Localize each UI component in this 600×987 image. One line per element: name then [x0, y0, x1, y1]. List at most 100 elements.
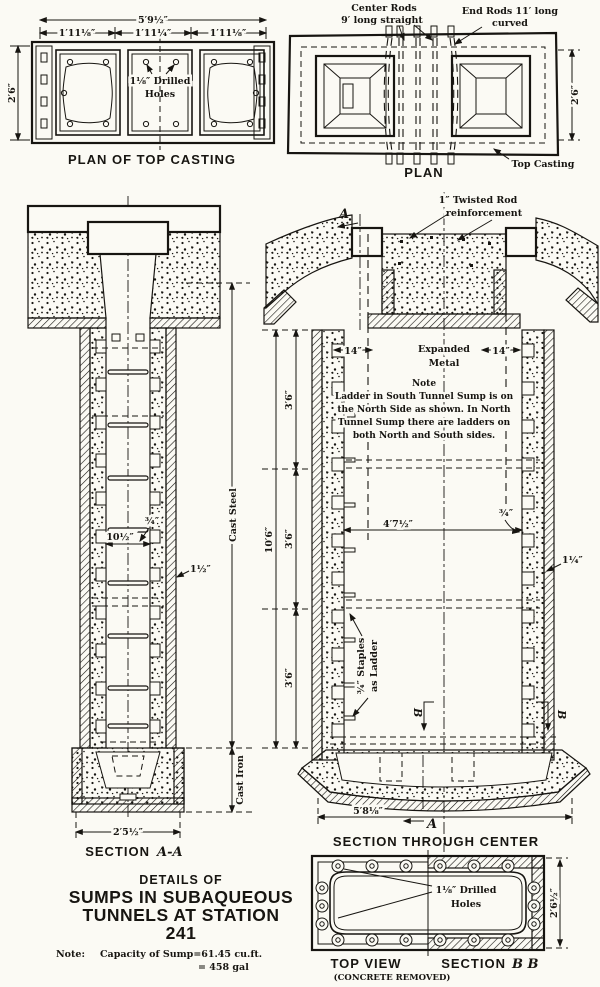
cut-b-label-right: B	[555, 709, 568, 719]
casting-panel-right	[199, 49, 265, 136]
dashed-bands	[330, 459, 558, 745]
center-rods-label: Center Rods 9′ long straight	[339, 1, 433, 42]
title-block: DETAILS OF SUMPS IN SUBAQUEOUS TUNNELS A…	[56, 873, 293, 973]
plan-opening-left	[314, 54, 396, 138]
title-line4: 241	[166, 923, 197, 943]
expanded-metal-line2: Metal	[429, 358, 460, 369]
pump-dashed-outline	[92, 415, 164, 607]
staples-line2: as Ladder	[369, 639, 380, 692]
top-view-caption: TOP VIEW	[330, 956, 401, 971]
dim-14-left: 14″	[332, 344, 374, 360]
drilled-holes-line1: 1⅛″ Drilled	[436, 885, 497, 896]
dim-14-right: 14″	[480, 344, 522, 360]
cast-iron-base	[71, 741, 185, 813]
plan-view: Center Rods 9′ long straight End Rods 11…	[286, 1, 584, 180]
section-aa-caption-letters: A-A	[155, 845, 183, 860]
plan-opening-right	[450, 54, 532, 138]
title-line2: SUMPS IN SUBAQUEOUS	[69, 887, 293, 907]
expanded-metal-label: Expanded Metal	[416, 342, 473, 372]
title-line3: TUNNELS AT STATION	[83, 905, 280, 925]
cast-iron-label: Cast Iron	[235, 755, 246, 805]
section-aa-caption: SECTION	[85, 844, 150, 859]
dim-staple-size: ¾″	[499, 508, 514, 519]
concrete-wing-right	[535, 217, 599, 306]
dim-height: 2′6″	[7, 82, 18, 103]
top-casting-text: Top Casting	[512, 159, 575, 170]
end-rods-label: End Rods 11′ long curved	[453, 4, 561, 45]
note-line-3: Tunnel Sump there are ladders on	[338, 418, 511, 428]
dim-total-width: 5′9½″	[138, 15, 169, 26]
dim-inner-width: 4′7½″	[383, 519, 414, 530]
ladder-staples	[343, 412, 356, 721]
capacity-note-label: Note:	[56, 949, 85, 960]
end-rods-line2: curved	[492, 18, 528, 29]
cut-line-a-top: A	[336, 207, 361, 330]
section-bb-caption: SECTION	[441, 956, 506, 971]
shaft-right-wall	[149, 327, 177, 749]
dimension-plan-height: 2′6″	[558, 48, 584, 142]
base-casting	[297, 749, 591, 812]
dim-bottom-width: 2′5½″	[113, 827, 144, 838]
section-through-center-view: A 1″ Twisted Rod reinforcement 14″ 14″ E…	[262, 192, 599, 852]
plan-caption: PLAN	[404, 165, 443, 180]
dim-left: 1′11⅛″	[59, 28, 96, 39]
wall-thickness-dim: 1¼″	[545, 553, 586, 572]
twisted-rod-label: 1″ Twisted Rod reinforcement	[408, 193, 525, 241]
dim-right: 1′11⅛″	[210, 28, 247, 39]
sump-opening-left	[350, 226, 384, 258]
height-dimension: 2′6½″	[546, 857, 568, 949]
bottom-dimension: 2′5½″	[74, 812, 182, 842]
expanded-metal-band	[367, 313, 521, 329]
cut-line-b: B B	[411, 701, 568, 732]
top-view-section-bb: 1⅛″ Drilled Holes 2′6½″ TOP VIEW (CONCRE…	[310, 850, 568, 983]
top-casting-section	[86, 220, 170, 256]
ladder-rungs	[92, 333, 164, 729]
dim-wall: 1½″	[190, 564, 212, 575]
expanded-metal-line1: Expanded	[418, 344, 470, 355]
concrete-wing-left	[265, 214, 353, 310]
cut-a-label-top: A	[337, 207, 349, 222]
section-center-caption: SECTION THROUGH CENTER	[333, 834, 539, 849]
dim-segment-3: 3′6″	[284, 667, 295, 688]
end-rods-line1: End Rods 11′ long	[462, 6, 559, 17]
dim-14-left-text: 14″	[344, 346, 362, 357]
dim-plan-height: 2′6″	[570, 84, 581, 105]
dim-center: 1′11¼″	[135, 28, 172, 39]
casting-panel-left	[55, 49, 121, 136]
cut-a-label-bottom: A	[425, 817, 437, 832]
plan-of-top-casting-view: 1⅛″ Drilled Holes 5′9½″ 1′11⅛″ 1′11¼″ 1′…	[5, 13, 276, 167]
center-rods-line2: 9′ long straight	[341, 15, 423, 26]
note-line-2: the North Side as shown. In North	[337, 405, 511, 415]
dim-inner-width: 10½″	[106, 532, 134, 543]
concrete-cap-block	[381, 233, 507, 315]
dim-segment-1: 3′6″	[284, 389, 295, 410]
dim-wall-text: 1¼″	[562, 555, 584, 566]
note-line-4: both North and South sides.	[353, 431, 495, 441]
center-rods-line1: Center Rods	[351, 3, 416, 14]
wall-right	[521, 329, 555, 761]
height-dimensions: 10′6″ 3′6″ 3′6″ 3′6″	[262, 328, 312, 750]
shaft-left-wall	[79, 327, 107, 749]
cast-steel-dimension: Cast Steel Cast Iron	[186, 281, 252, 814]
section-aa-view: Cast Steel Cast Iron 10½″ ¾″ 1½″ 2′5½″ S…	[26, 196, 252, 860]
casting-panel-center: 1⅛″ Drilled Holes	[127, 49, 193, 136]
cut-b-label-left: B	[411, 707, 424, 717]
plan-top-casting-caption: PLAN OF TOP CASTING	[68, 152, 236, 167]
inner-width-dimension: 4′7½″ ¾″	[342, 506, 524, 535]
sump-opening-right	[504, 226, 538, 258]
dimension-left-height: 2′6″	[5, 44, 30, 142]
twisted-rod-line2: reinforcement	[446, 208, 523, 219]
drilled-holes-label-2: Holes	[145, 89, 175, 100]
capacity-note-line2: = 458 gal	[198, 962, 249, 973]
dimensions-top: 5′9½″ 1′11⅛″ 1′11¼″ 1′11⅛″	[38, 13, 268, 42]
section-bb-caption-letters: B B	[511, 957, 539, 972]
dim-height: 2′6½″	[549, 887, 560, 918]
note-block: Note Ladder in South Tunnel Sump is on t…	[332, 377, 516, 444]
title-line1: DETAILS OF	[139, 873, 222, 887]
twisted-rod-line1: 1″ Twisted Rod	[439, 195, 518, 206]
staples-line1: ¾″ Staples	[356, 638, 367, 695]
dim-bottom-width: 5′8⅛″	[353, 806, 384, 817]
concrete-removed-caption: (CONCRETE REMOVED)	[334, 972, 451, 983]
